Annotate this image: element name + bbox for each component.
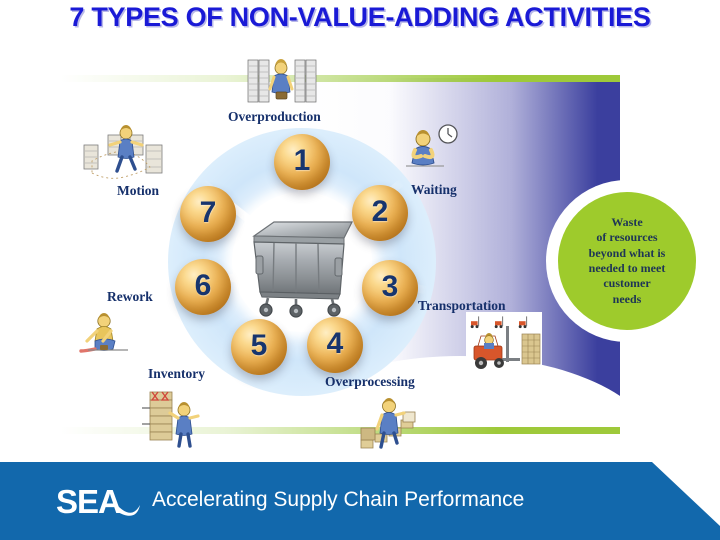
green-divider-line-top [60, 75, 620, 82]
callout-line-2: of resources [596, 230, 658, 245]
sphere-number-2: 2 [371, 195, 389, 228]
label-transportation: Transportation [418, 298, 506, 313]
label-waiting: Waiting [411, 182, 457, 197]
page-title: 7 TYPES OF NON-VALUE-ADDING ACTIVITIES [69, 2, 651, 32]
callout-line-5: customer [603, 276, 651, 291]
waste-sphere-5[interactable]: 5 [231, 319, 287, 375]
label-inventory: Inventory [148, 366, 205, 381]
waste-sphere-7[interactable]: 7 [180, 186, 236, 242]
callout-line-3: beyond what is [588, 245, 666, 260]
sea-logo-text: SEA [56, 483, 121, 520]
callout-line-1: Waste [611, 214, 643, 229]
sphere-number-1: 1 [293, 144, 311, 177]
callout-line-6: needs [612, 291, 642, 306]
waste-sphere-4[interactable]: 4 [307, 317, 363, 373]
waste-sphere-2[interactable]: 2 [352, 185, 408, 241]
waste-definition-callout: Waste of resources beyond what is needed… [558, 192, 696, 330]
waste-container-icon [252, 221, 353, 318]
sphere-number-4: 4 [326, 327, 344, 360]
waste-sphere-1[interactable]: 1 [274, 134, 330, 190]
label-overprocessing: Overprocessing [325, 374, 415, 389]
forklift-pallets-icon [466, 312, 542, 374]
callout-text: Waste of resources beyond what is needed… [583, 215, 672, 307]
label-rework: Rework [107, 289, 153, 304]
stacked-boxes-worker-icon [142, 391, 200, 448]
label-motion: Motion [117, 183, 159, 198]
footer-bar [0, 462, 720, 540]
stacked-shelves-worker-icon [247, 59, 317, 103]
sphere-number-3: 3 [381, 270, 399, 303]
green-divider-line-bottom [60, 427, 620, 434]
waste-sphere-6[interactable]: 6 [175, 259, 231, 315]
footer-tagline: Accelerating Supply Chain Performance [152, 488, 525, 511]
worker-walking-cabinets-icon [83, 125, 163, 179]
worker-clock-icon [406, 124, 458, 167]
waste-sphere-3[interactable]: 3 [362, 260, 418, 316]
sphere-number-7: 7 [199, 196, 217, 229]
sea-logo: SEA [56, 483, 140, 520]
label-overproduction: Overproduction [228, 109, 321, 124]
callout-line-4: needed to meet [588, 261, 666, 275]
worker-repair-icon [79, 313, 128, 353]
sphere-number-5: 5 [250, 329, 268, 362]
sphere-number-6: 6 [194, 269, 212, 302]
worker-conveyor-boxes-icon [360, 398, 416, 449]
